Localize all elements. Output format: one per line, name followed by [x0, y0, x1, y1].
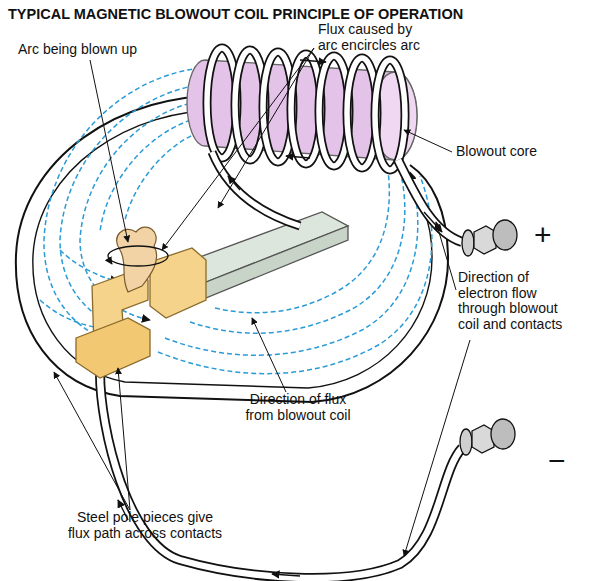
wire	[212, 152, 300, 226]
flow-arrow	[286, 156, 310, 158]
wire	[100, 372, 462, 578]
leader-line	[218, 48, 314, 208]
leader-line	[404, 340, 470, 556]
pole-piece-edge	[308, 180, 432, 388]
callout-label: Blowout core	[456, 144, 576, 160]
callout-label: Direction of flux from blowout coil	[232, 392, 364, 423]
callout-label: +	[534, 218, 568, 252]
flux-line	[125, 130, 206, 220]
terminal-washer	[460, 429, 472, 455]
terminal-bolt	[491, 419, 515, 449]
flow-arrow	[272, 574, 300, 576]
callout-label: −	[548, 444, 582, 478]
wire	[212, 152, 300, 226]
leader-line	[90, 60, 128, 242]
coil-turn	[375, 60, 405, 170]
wire	[398, 160, 462, 242]
terminal-bolt	[493, 220, 517, 250]
callout-label: Flux caused by arc encircles arc	[318, 22, 450, 53]
terminal-nut	[474, 226, 496, 254]
contact-arm	[196, 226, 348, 302]
arc-flux-ring	[108, 246, 168, 266]
terminal-washer	[462, 230, 474, 256]
callout-label: Steel pole pieces give flux path across …	[20, 510, 270, 541]
leader-line	[54, 372, 130, 510]
leader-line	[252, 318, 286, 392]
fixed-contact	[150, 248, 206, 318]
moving-contact-foot	[76, 318, 150, 378]
wire	[398, 160, 462, 242]
coil-turn	[375, 60, 405, 170]
flow-arrow	[108, 258, 112, 264]
flow-arrow	[424, 212, 442, 232]
leader-line	[118, 368, 130, 510]
diagram-title: TYPICAL MAGNETIC BLOWOUT COIL PRINCIPLE …	[8, 6, 593, 22]
callout-label: Direction of electron flow through blowo…	[458, 270, 584, 333]
wire	[100, 372, 462, 578]
arc	[117, 227, 157, 292]
terminal-nut	[472, 425, 494, 453]
flux-line	[60, 250, 118, 282]
leader-line	[162, 48, 314, 250]
leader-line	[436, 222, 456, 290]
leader-line	[404, 130, 452, 152]
callout-label: Arc being blown up	[18, 42, 188, 58]
flux-line	[100, 116, 206, 232]
